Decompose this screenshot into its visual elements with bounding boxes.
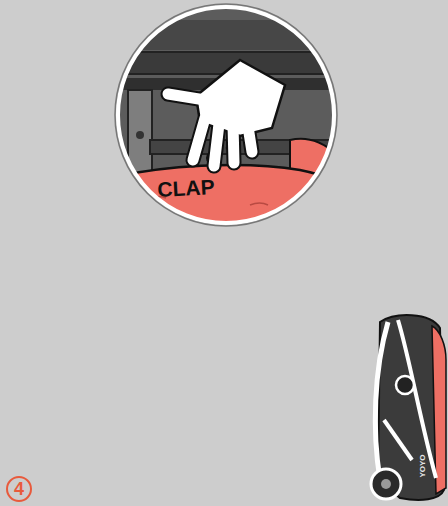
zoom-detail — [110, 0, 360, 240]
brand-logo: YOYO — [419, 454, 427, 477]
zoom-circle — [118, 7, 334, 223]
step-number: 4 — [14, 480, 24, 498]
hand — [168, 60, 285, 166]
folded-stroller — [371, 315, 446, 500]
step-number-circle: 4 — [6, 476, 32, 502]
action-word: CLAP — [157, 176, 215, 200]
